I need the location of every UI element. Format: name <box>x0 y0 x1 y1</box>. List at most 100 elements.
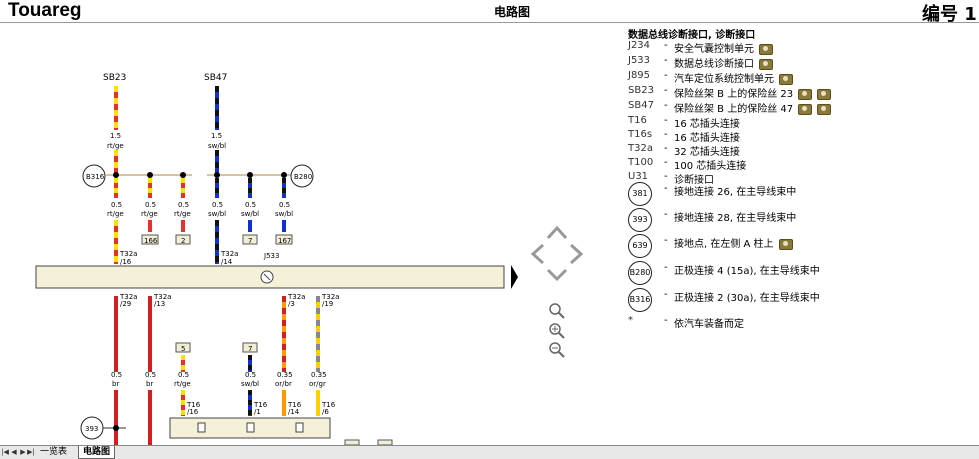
pin-number: /3 <box>288 300 295 308</box>
ref-box-5[interactable] <box>175 342 191 353</box>
zoom-out-icon[interactable] <box>549 342 565 358</box>
camera-icon[interactable] <box>817 88 832 100</box>
legend-text: 保险丝架 B 上的保险丝 47 <box>674 104 794 115</box>
brand-title: Touareg <box>8 0 82 21</box>
legend-code: J533 <box>628 55 651 66</box>
legend-text: 保险丝架 B 上的保险丝 23 <box>674 89 794 100</box>
legend-text: 接地连接 28, 在主导线束中 <box>674 213 797 224</box>
ref-box-7b[interactable] <box>242 342 258 353</box>
pan-right-icon[interactable] <box>569 243 584 265</box>
pin-label: T32a <box>321 293 339 301</box>
module-input-wires <box>114 220 286 264</box>
ref-box-166[interactable] <box>141 234 159 245</box>
legend-code: * <box>628 315 633 326</box>
zoom-fit-icon[interactable] <box>549 303 565 319</box>
junction-dot <box>113 425 119 431</box>
module-j533-label: J533 <box>263 252 279 260</box>
camera-icon[interactable] <box>778 238 793 250</box>
header: Touareg 电路图 编号 1 <box>0 0 979 25</box>
legend-circle-639[interactable]: 639 <box>628 234 652 258</box>
ref-box-167[interactable] <box>275 234 293 245</box>
wire-size: 0.5 <box>178 201 189 209</box>
camera-icon[interactable] <box>798 103 813 115</box>
legend-code: J895 <box>628 70 651 81</box>
wire-color-a: rt/ge <box>107 142 124 150</box>
wire-color: br <box>146 380 153 388</box>
pan-down-icon[interactable] <box>546 268 568 282</box>
camera-icon[interactable] <box>779 73 793 85</box>
pin-number: /14 <box>221 258 233 266</box>
pin-number: /16 <box>187 408 199 416</box>
wire-size: 0.5 <box>145 371 156 379</box>
pan-controls[interactable] <box>530 225 584 282</box>
ground-393-label: 393 <box>85 425 98 433</box>
next-sheet-icon[interactable]: ▶ <box>20 448 26 456</box>
page-next-arrow-icon[interactable] <box>511 265 518 289</box>
ground-393[interactable] <box>80 416 104 440</box>
camera-icon[interactable] <box>759 58 773 70</box>
sheet-tab-bar: |◀ ◀ ▶ ▶| 一览表 电路图 <box>0 445 979 459</box>
splice-b316[interactable] <box>82 164 106 188</box>
pin-number: /6 <box>322 408 329 416</box>
wiring-diagram[interactable]: SB23 SB47 1.5 rt/ge 1.5 sw/bl B316 B280 … <box>0 23 979 445</box>
wire-size: 0.5 <box>279 201 290 209</box>
pin-label: T16 <box>287 401 302 409</box>
wire-size-a: 1.5 <box>110 132 121 140</box>
legend-dash: - <box>664 262 668 273</box>
legend-circle-393[interactable]: 393 <box>628 208 652 232</box>
last-sheet-icon[interactable]: ▶| <box>27 448 35 456</box>
first-sheet-icon[interactable]: |◀ <box>1 448 9 456</box>
pin-label: T32a <box>119 293 137 301</box>
legend-code: SB23 <box>628 85 654 96</box>
ref-2-label: 2 <box>181 237 185 245</box>
pin-number: /29 <box>120 300 131 308</box>
junction-dot <box>147 172 153 178</box>
pin-number: /14 <box>288 408 300 416</box>
legend-code: T16 <box>628 115 647 126</box>
pin-label: T16 <box>186 401 201 409</box>
wire-color: sw/bl <box>241 210 259 218</box>
zoom-in-icon[interactable] <box>549 323 565 339</box>
pin-number: /19 <box>322 300 333 308</box>
wire-color: or/br <box>275 380 292 388</box>
pan-up-icon[interactable] <box>546 225 568 240</box>
pin-number: /1 <box>254 408 261 416</box>
camera-icon[interactable] <box>817 103 832 115</box>
legend-circle-b280[interactable]: B280 <box>628 261 652 285</box>
ref-7-label: 7 <box>248 237 252 245</box>
legend-title: 数据总线诊断接口, 诊断接口 <box>628 30 756 41</box>
tab-circuit-diagram[interactable]: 电路图 <box>78 446 116 459</box>
ref-box-7[interactable] <box>242 234 258 245</box>
junction-dot <box>281 172 287 178</box>
legend-code: U31 <box>628 171 649 182</box>
legend-code: J234 <box>628 40 651 51</box>
legend-text: 接地点, 在左侧 A 柱上 <box>674 239 774 250</box>
module-symbol-icon <box>263 273 271 281</box>
splice-b280[interactable] <box>290 164 314 188</box>
ref-box-2[interactable] <box>175 234 191 245</box>
pan-left-icon[interactable] <box>530 243 545 265</box>
legend-circle-b316[interactable]: B316 <box>628 288 652 312</box>
legend-text: 汽车定位系统控制单元 <box>674 74 774 85</box>
camera-icon[interactable] <box>798 88 813 100</box>
legend-dash: - <box>664 157 668 168</box>
legend-dash: - <box>664 55 668 66</box>
connector-pin-icon <box>246 422 255 433</box>
legend-dash: - <box>664 143 668 154</box>
wire-size-b: 1.5 <box>211 132 222 140</box>
camera-icon[interactable] <box>759 43 773 55</box>
legend-text: 数据总线诊断接口 <box>674 59 754 70</box>
junction-dot <box>247 172 253 178</box>
wire-color: sw/bl <box>241 380 259 388</box>
legend-dash: - <box>664 70 668 81</box>
legend-text: 诊断接口 <box>674 175 714 186</box>
prev-sheet-icon[interactable]: ◀ <box>11 448 17 456</box>
tab-overview[interactable]: 一览表 <box>40 447 68 457</box>
wire-size: 0.5 <box>111 201 122 209</box>
connector-pin-icon <box>197 422 206 433</box>
legend-text: 100 芯插头连接 <box>674 161 747 172</box>
legend-circle-381[interactable]: 381 <box>628 182 652 206</box>
pin-label: T32a <box>287 293 305 301</box>
wire-color: rt/ge <box>107 210 124 218</box>
pin-label: T32a <box>153 293 171 301</box>
